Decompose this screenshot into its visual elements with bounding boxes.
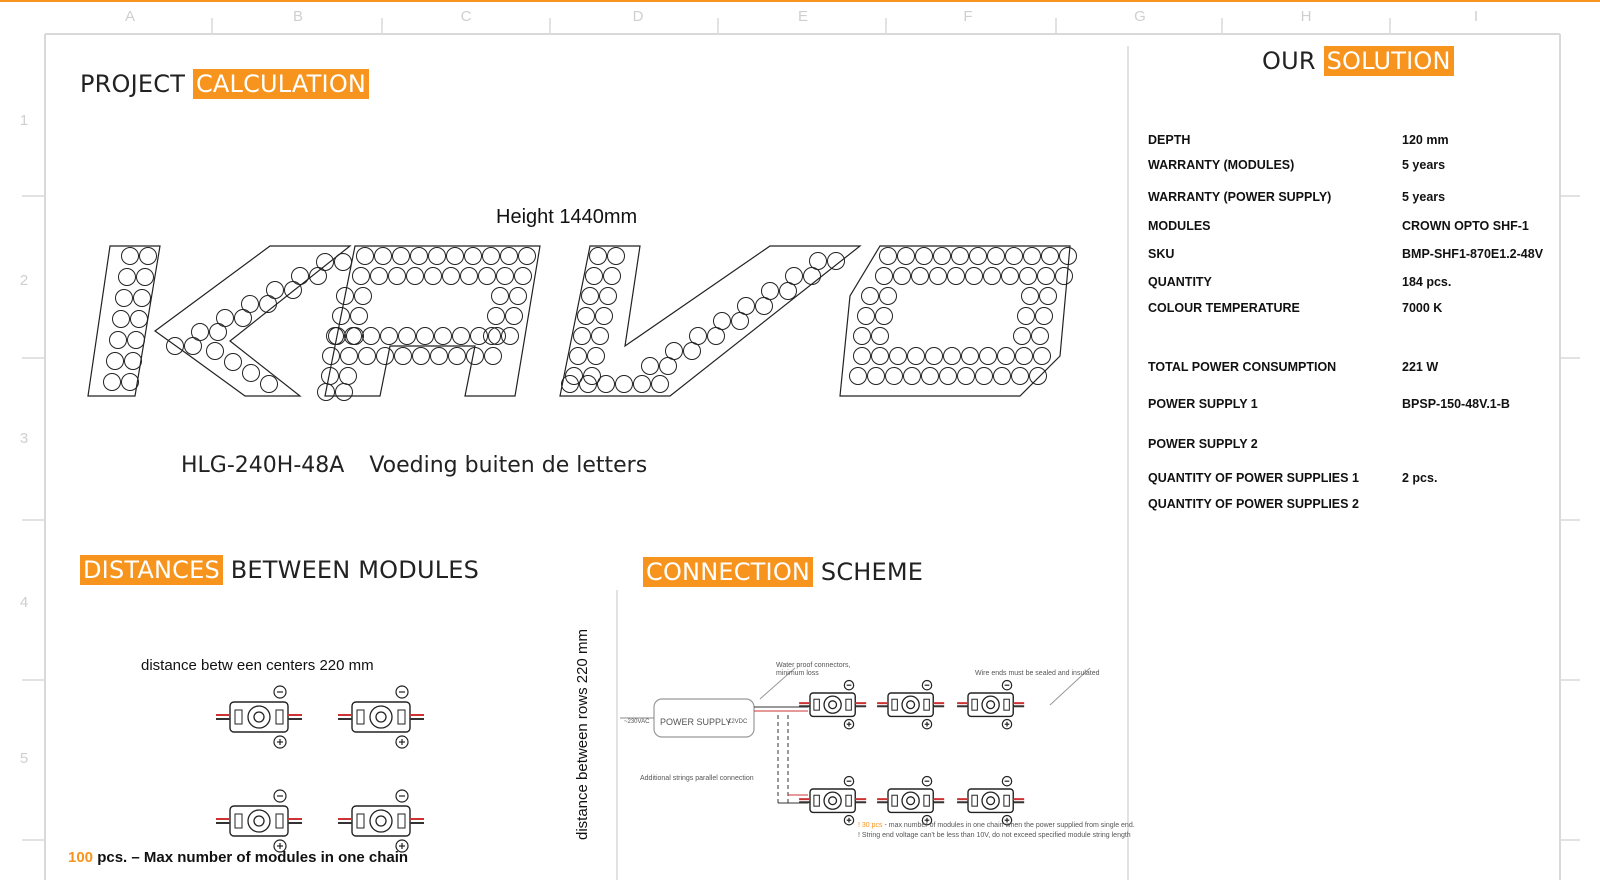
spec-value: BMP-SHF1-870E1.2-48V <box>1402 247 1544 261</box>
column-header: D <box>632 8 644 25</box>
psu-info: HLG-240H-48A Voeding buiten de letters <box>181 453 647 478</box>
psu-model: HLG-240H-48A <box>181 453 345 478</box>
height-label: Height 1440mm <box>496 206 638 228</box>
distances-title: DISTANCES BETWEEN MODULES <box>80 555 480 585</box>
chain-note-1: ! 30 pcs - max number of modules in one … <box>858 822 1135 829</box>
spec-value: 184 pcs. <box>1402 275 1452 289</box>
row-header: 1 <box>19 112 29 129</box>
spec-key: MODULES <box>1148 219 1211 233</box>
spec-key: QUANTITY <box>1148 275 1212 289</box>
parallel-note: Additional strings parallel connection <box>640 775 754 782</box>
title-highlight: CONNECTION <box>643 557 814 587</box>
title-highlight: SOLUTION <box>1323 46 1454 76</box>
spec-value: 120 mm <box>1402 133 1449 147</box>
spec-key: TOTAL POWER CONSUMPTION <box>1148 360 1337 374</box>
max-modules-note: 100 pcs. – Max number of modules in one … <box>68 849 408 866</box>
chain-count: ! 30 pcs <box>858 822 883 829</box>
chain-note-2: ! String end voltage can't be less than … <box>858 832 1131 839</box>
title-highlight: CALCULATION <box>192 69 370 99</box>
title-prefix: OUR <box>1262 47 1324 75</box>
output-voltage-label: 12VDC <box>728 719 748 725</box>
input-voltage-label: ~230VAC <box>624 719 650 725</box>
spec-key: POWER SUPPLY 2 <box>1148 437 1258 451</box>
waterproof-note: Water proof connectors, minimum loss <box>776 662 851 677</box>
row-header: 4 <box>19 594 29 611</box>
spec-key: COLOUR TEMPERATURE <box>1148 301 1300 315</box>
psu-note: Voeding buiten de letters <box>369 453 648 478</box>
column-header: B <box>292 8 303 25</box>
rows-distance-label: distance between rows 220 mm <box>574 629 591 840</box>
wire-ends-note: Wire ends must be sealed and insulated <box>975 670 1100 677</box>
top-accent-line <box>0 0 1600 2</box>
max-label: pcs. – Max number of modules in one chai… <box>93 849 409 866</box>
chain-note-text: - max number of modules in one chain whe… <box>882 822 1135 829</box>
column-header: H <box>1300 8 1312 25</box>
column-header: A <box>124 8 135 25</box>
spec-key: WARRANTY (POWER SUPPLY) <box>1148 190 1332 204</box>
spec-key: WARRANTY (MODULES) <box>1148 158 1295 172</box>
spec-key: QUANTITY OF POWER SUPPLIES 1 <box>1148 471 1359 485</box>
column-header: C <box>460 8 472 25</box>
power-supply-label: POWER SUPPLY <box>660 717 732 727</box>
max-count: 100 <box>68 849 94 866</box>
spec-key: QUANTITY OF POWER SUPPLIES 2 <box>1148 497 1359 511</box>
modules-distance-diagram <box>216 685 424 853</box>
column-header: E <box>797 8 808 25</box>
letters-module-layout <box>87 245 1077 401</box>
title-prefix: PROJECT <box>80 70 193 98</box>
column-header: G <box>1134 8 1146 25</box>
connection-title: CONNECTION SCHEME <box>643 557 924 587</box>
title-highlight: DISTANCES <box>80 555 223 585</box>
title-suffix: BETWEEN MODULES <box>222 556 480 584</box>
spec-value: 5 years <box>1402 190 1446 204</box>
spec-value: 2 pcs. <box>1402 471 1438 485</box>
spec-value: CROWN OPTO SHF-1 <box>1402 219 1529 233</box>
spec-key: SKU <box>1148 247 1175 261</box>
centers-distance-label: distance betw een centers 220 mm <box>141 657 374 674</box>
solution-title: OUR SOLUTION <box>1262 46 1454 76</box>
row-header: 3 <box>19 430 29 447</box>
spec-value: 221 W <box>1402 360 1439 374</box>
row-header: 2 <box>19 272 29 289</box>
title-suffix: SCHEME <box>813 558 924 586</box>
project-calculation-title: PROJECT CALCULATION <box>80 69 370 99</box>
row-header: 5 <box>19 750 29 767</box>
connection-scheme-diagram <box>620 667 1091 826</box>
column-header: F <box>963 8 973 25</box>
column-header: I <box>1473 8 1479 25</box>
rows-distance-text: distance between rows 220 mm <box>574 629 591 840</box>
spec-value: 5 years <box>1402 158 1446 172</box>
spec-key: POWER SUPPLY 1 <box>1148 397 1258 411</box>
spec-key: DEPTH <box>1148 133 1191 147</box>
spec-value: 7000 K <box>1402 301 1443 315</box>
spec-value: BPSP-150-48V.1-B <box>1402 397 1510 411</box>
